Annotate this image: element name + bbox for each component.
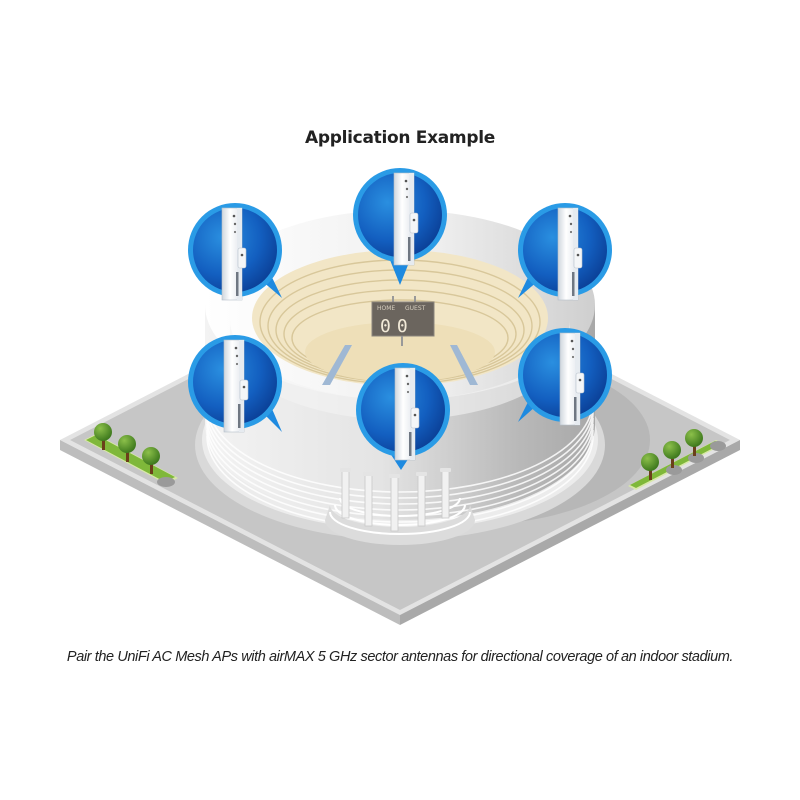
callout-bubble-top-left (188, 203, 282, 301)
callout-bubble-middle-left (188, 335, 282, 433)
scoreboard: HOME GUEST 00 (371, 296, 435, 346)
scoreboard-home-label: HOME (377, 305, 395, 312)
tree-row-left (84, 423, 178, 487)
figure-caption: Pair the UniFi AC Mesh APs with airMAX 5… (66, 649, 734, 665)
page-title: Application Example (305, 128, 495, 148)
scoreboard-guest-label: GUEST (405, 305, 426, 312)
callout-bubble-middle-right (518, 328, 612, 426)
callout-bubble-top-right (518, 203, 612, 301)
colonnade-entrance (325, 468, 475, 545)
scoreboard-score: 00 (380, 316, 414, 337)
callout-bubble-bottom-center (356, 363, 450, 470)
tree-row-right (628, 429, 726, 490)
callout-bubble-top-center (353, 168, 447, 285)
